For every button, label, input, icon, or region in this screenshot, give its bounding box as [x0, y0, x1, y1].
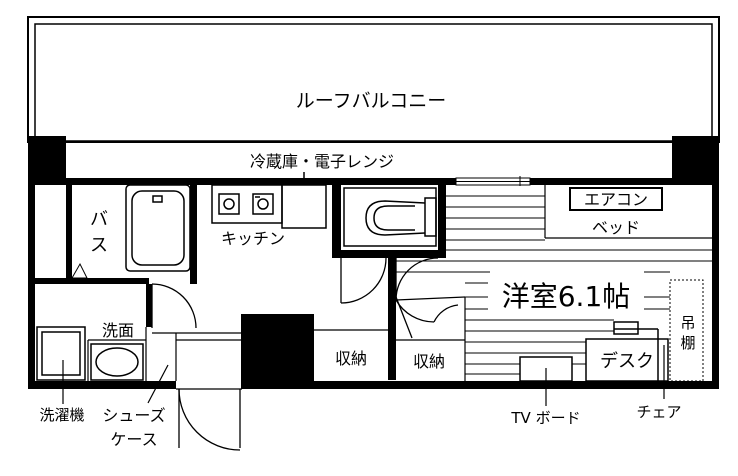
leader-lines: [62, 345, 665, 406]
fridge-microwave-label: 冷蔵庫・電子レンジ: [250, 152, 394, 171]
bed-stripes: [396, 195, 712, 262]
bathtub: [125, 184, 191, 272]
bath-label-1: バ: [90, 209, 108, 230]
chair-label: チェア: [636, 403, 681, 421]
washing-machine-label: 洗濯機: [39, 406, 84, 424]
shoe-case-label-2: ケース: [110, 430, 157, 449]
bath-label-2: ス: [90, 235, 108, 256]
desk: [585, 321, 669, 382]
bath-door-mark: [71, 262, 88, 279]
toilet: [343, 187, 437, 247]
aircon-label: エアコン: [584, 190, 648, 209]
desk-label: デスク: [600, 351, 654, 372]
hanging-shelf-label-1: 吊: [680, 314, 695, 332]
room-label: 洋室6.1帖: [502, 280, 631, 313]
kitchen-counter: [211, 172, 327, 229]
shoe-case-label-1: シューズ: [102, 406, 165, 425]
window: [455, 176, 531, 186]
washing-machine: [36, 326, 86, 381]
aircon-box: [569, 187, 663, 211]
bed-label: ベッド: [592, 218, 640, 237]
storage-label-1: 収納: [335, 349, 367, 368]
interior-walls: [35, 178, 446, 380]
interior-lines: [87, 185, 712, 381]
door-swings: [151, 257, 466, 451]
hanging-shelf-label-2: 棚: [680, 334, 695, 352]
room-label-backdrop: [488, 276, 644, 312]
storage-label-2: 収納: [413, 352, 445, 371]
roof-balcony: [27, 16, 720, 143]
kitchen-label: キッチン: [221, 229, 285, 248]
hanging-shelf: [669, 279, 704, 382]
exterior-walls: [28, 136, 719, 389]
roof-balcony-label: ルーフバルコニー: [296, 90, 446, 112]
washroom-label: 洗面: [102, 321, 134, 340]
wash-basin: [90, 343, 144, 381]
tv-board-label: TV ボード: [510, 409, 580, 427]
